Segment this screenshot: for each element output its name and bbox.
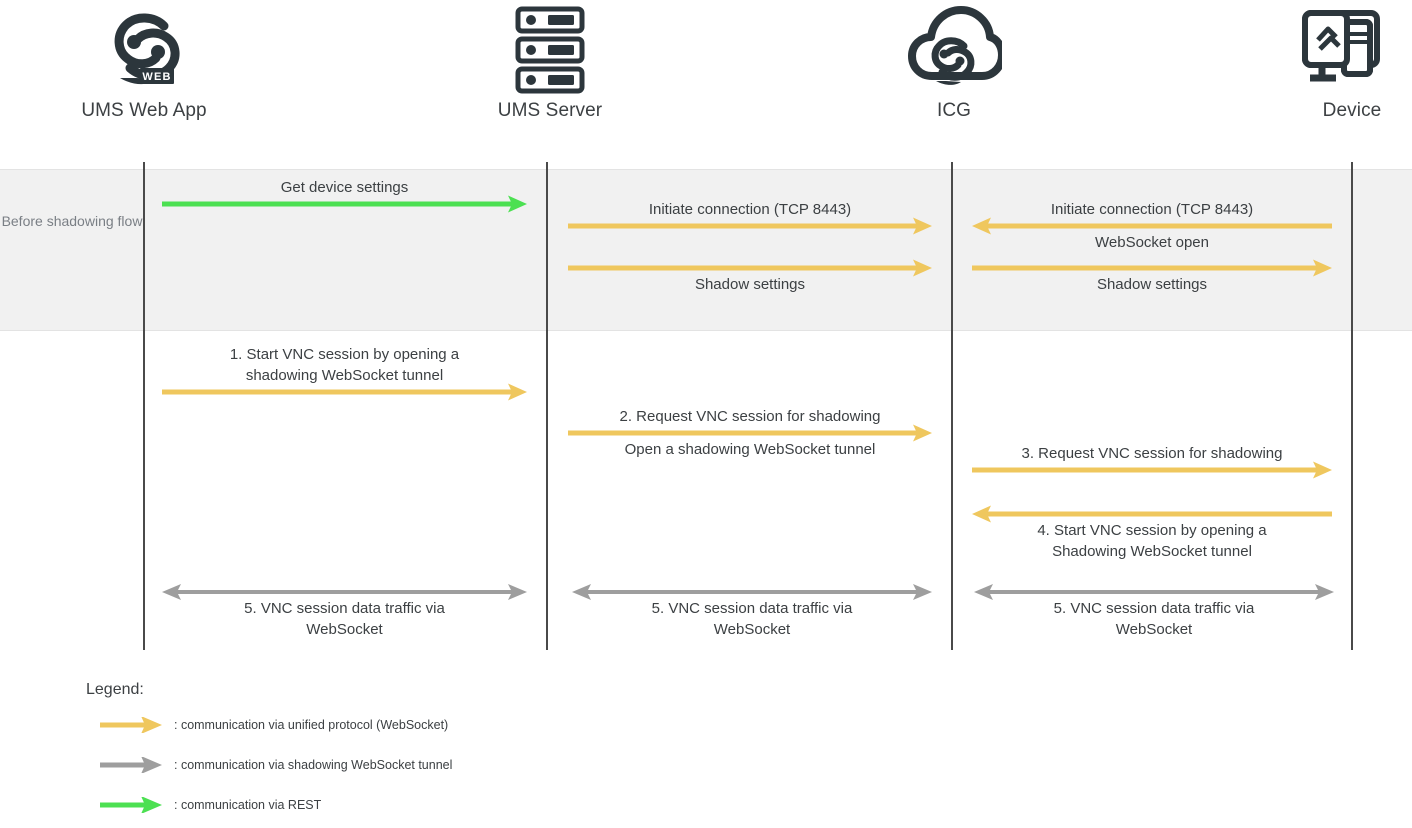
band-label: Before shadowing flow bbox=[1, 213, 143, 229]
message-step5-vnc-traffic-server-icg: 5. VNC session data traffic via WebSocke… bbox=[572, 584, 932, 638]
server-rack-icon bbox=[450, 4, 650, 96]
arrow-right-unified-icon bbox=[972, 461, 1332, 479]
message-label: Shadow settings bbox=[694, 276, 806, 293]
arrow-right-unified-icon bbox=[568, 217, 932, 235]
legend-item-rest: : communication via REST bbox=[100, 796, 322, 814]
message-label: 2. Request VNC session for shadowing bbox=[619, 408, 881, 425]
arrow-right-unified-icon bbox=[100, 716, 162, 734]
message-shadow-settings-icg-device: Shadow settings bbox=[972, 259, 1332, 293]
message-label-secondary: WebSocket open bbox=[1095, 234, 1209, 251]
message-step2-request-vnc-session: 2. Request VNC session for shadowing Ope… bbox=[568, 408, 932, 458]
arrow-bidirectional-shadowing-icon bbox=[974, 584, 1334, 600]
actor-label: ICG bbox=[936, 100, 972, 121]
actor-label: UMS Web App bbox=[81, 100, 207, 121]
message-label: 5. VNC session data traffic via WebSocke… bbox=[244, 600, 445, 638]
legend-item-unified: : communication via unified protocol (We… bbox=[100, 716, 449, 734]
message-label: 1. Start VNC session by opening a shadow… bbox=[229, 346, 460, 384]
actor-icg: ICG bbox=[854, 4, 1054, 122]
message-step1-start-vnc-session: 1. Start VNC session by opening a shadow… bbox=[162, 346, 527, 401]
lifeline-device bbox=[1351, 162, 1353, 650]
message-label: Shadow settings bbox=[1096, 276, 1208, 293]
message-label: Initiate connection (TCP 8443) bbox=[1050, 201, 1254, 218]
message-label: 3. Request VNC session for shadowing bbox=[1021, 445, 1283, 462]
message-step4-start-vnc-session: 4. Start VNC session by opening a Shadow… bbox=[972, 505, 1332, 560]
legend-item-label: : communication via unified protocol (We… bbox=[174, 718, 449, 732]
message-label: 4. Start VNC session by opening a Shadow… bbox=[1037, 522, 1267, 560]
message-get-device-settings: Get device settings bbox=[162, 179, 527, 213]
message-step5-vnc-traffic-webapp-server: 5. VNC session data traffic via WebSocke… bbox=[162, 584, 527, 638]
message-label: Get device settings bbox=[280, 179, 409, 196]
legend-title: Legend: bbox=[86, 681, 144, 698]
desktop-computer-icon bbox=[1252, 4, 1412, 96]
arrow-left-unified-icon bbox=[972, 505, 1332, 523]
legend: Legend: : communication via unified prot… bbox=[86, 681, 786, 821]
arrow-right-rest-icon bbox=[100, 796, 162, 814]
actor-device: Device bbox=[1252, 4, 1412, 122]
lifeline-icg bbox=[951, 162, 953, 650]
message-label: 5. VNC session data traffic via WebSocke… bbox=[1053, 600, 1255, 638]
message-label-secondary: Open a shadowing WebSocket tunnel bbox=[624, 441, 876, 458]
arrow-bidirectional-shadowing-icon bbox=[572, 584, 932, 600]
actor-ums-server: UMS Server bbox=[450, 4, 650, 122]
arrow-bidirectional-shadowing-icon bbox=[162, 584, 527, 600]
message-initiate-connection-device-icg: Initiate connection (TCP 8443) WebSocket… bbox=[972, 201, 1332, 251]
message-step3-request-vnc-session: 3. Request VNC session for shadowing bbox=[972, 445, 1332, 479]
arrow-right-rest-icon bbox=[162, 195, 527, 213]
arrow-right-shadowing-icon bbox=[100, 756, 162, 774]
svg-text:WEB: WEB bbox=[142, 71, 171, 83]
lifeline-ums-web-app bbox=[143, 162, 145, 650]
cloud-logo-icon bbox=[854, 4, 1054, 96]
ums-web-logo-icon: WEB bbox=[44, 4, 244, 96]
before-shadowing-band bbox=[0, 169, 1412, 331]
message-initiate-connection-server-icg: Initiate connection (TCP 8443) bbox=[568, 201, 932, 235]
arrow-right-unified-icon bbox=[162, 383, 527, 401]
message-label: 5. VNC session data traffic via WebSocke… bbox=[651, 600, 853, 638]
arrow-right-unified-icon bbox=[568, 424, 932, 442]
actor-label: UMS Server bbox=[497, 100, 603, 121]
actor-ums-web-app: WEB UMS Web App bbox=[44, 4, 244, 122]
message-label: Initiate connection (TCP 8443) bbox=[648, 201, 852, 218]
legend-item-label: : communication via shadowing WebSocket … bbox=[174, 758, 453, 772]
message-shadow-settings-server-icg: Shadow settings bbox=[568, 259, 932, 293]
actor-label: Device bbox=[1322, 100, 1382, 121]
legend-item-shadowing: : communication via shadowing WebSocket … bbox=[100, 756, 453, 774]
arrow-right-unified-icon bbox=[568, 259, 932, 277]
arrow-right-unified-icon bbox=[972, 259, 1332, 277]
arrow-left-unified-icon bbox=[972, 217, 1332, 235]
message-step5-vnc-traffic-icg-device: 5. VNC session data traffic via WebSocke… bbox=[974, 584, 1334, 638]
lifeline-ums-server bbox=[546, 162, 548, 650]
legend-item-label: : communication via REST bbox=[174, 798, 322, 812]
